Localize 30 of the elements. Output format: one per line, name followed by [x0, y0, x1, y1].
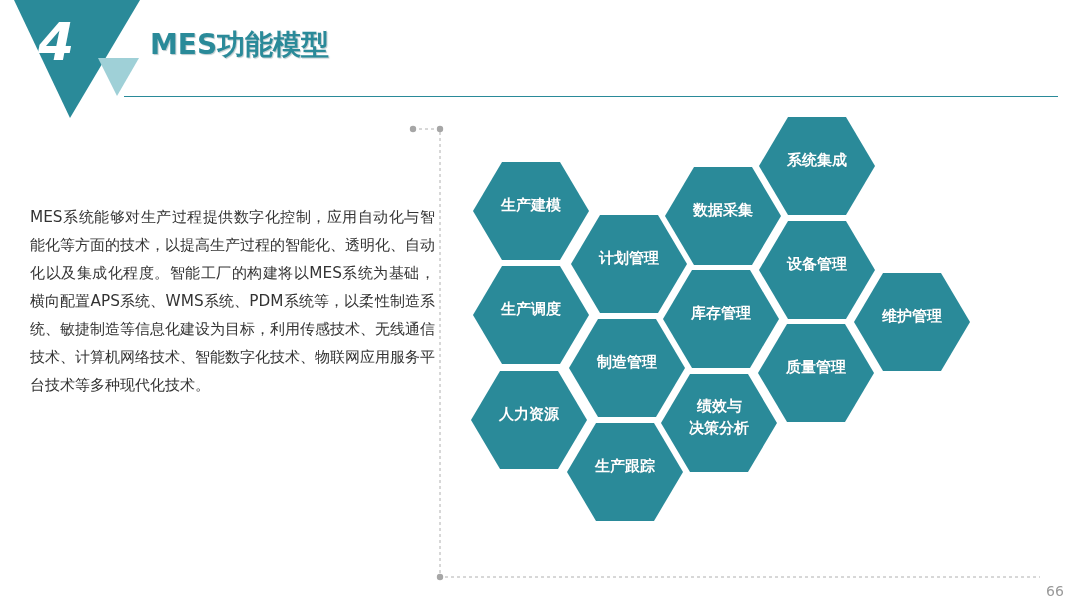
hexagon-tile [567, 423, 683, 521]
hexagon-label: 系统集成 [787, 150, 847, 171]
hexagon-label: 人力资源 [499, 404, 559, 425]
slide-title: MES功能模型 [150, 27, 330, 63]
hexagon-tile [473, 266, 589, 364]
hexagon-label: 质量管理 [786, 357, 846, 378]
section-number: 4 [38, 11, 75, 74]
hexagon-tile [571, 215, 687, 313]
hexagon-tile [663, 270, 779, 368]
hexagon-label: 生产建模 [501, 195, 561, 216]
hexagon-label: 生产调度 [501, 299, 561, 320]
hexagon-tile [661, 374, 777, 472]
hexagon-tile [854, 273, 970, 371]
hexagon-label: 生产跟踪 [595, 456, 655, 477]
hexagon-tile [473, 162, 589, 260]
page-number: 66 [1046, 582, 1064, 600]
hexagon-label: 制造管理 [597, 352, 657, 373]
hexagon-label: 绩效与决策分析 [689, 396, 749, 439]
hexagon-label: 维护管理 [882, 306, 942, 327]
hexagon-tile [759, 221, 875, 319]
hexagon-tile [665, 167, 781, 265]
hexagon-tile [471, 371, 587, 469]
hexagon-label: 数据采集 [693, 200, 753, 221]
hexagon-tile [569, 319, 685, 417]
hexagon-tile [758, 324, 874, 422]
hexagon-label: 计划管理 [599, 248, 659, 269]
hexagon-tile [759, 117, 875, 215]
hexagon-label: 库存管理 [691, 303, 751, 324]
description-paragraph: MES系统能够对生产过程提供数字化控制，应用自动化与智能化等方面的技术，以提高生产过程的智能化、透明化、自动化以及集成化程度。智能工厂的构建将以MES系统为基础，横向配置APS系统、WMS系统、PDM系统等，以柔性制造系统、敏捷制造等信息化建设为目标，利用传感技术、无线通信技术、计算机网络技术、智能数字化技术、物联网应用服务平台技术等多种现代化技术。 [30, 207, 435, 396]
hexagon-label: 设备管理 [787, 254, 847, 275]
